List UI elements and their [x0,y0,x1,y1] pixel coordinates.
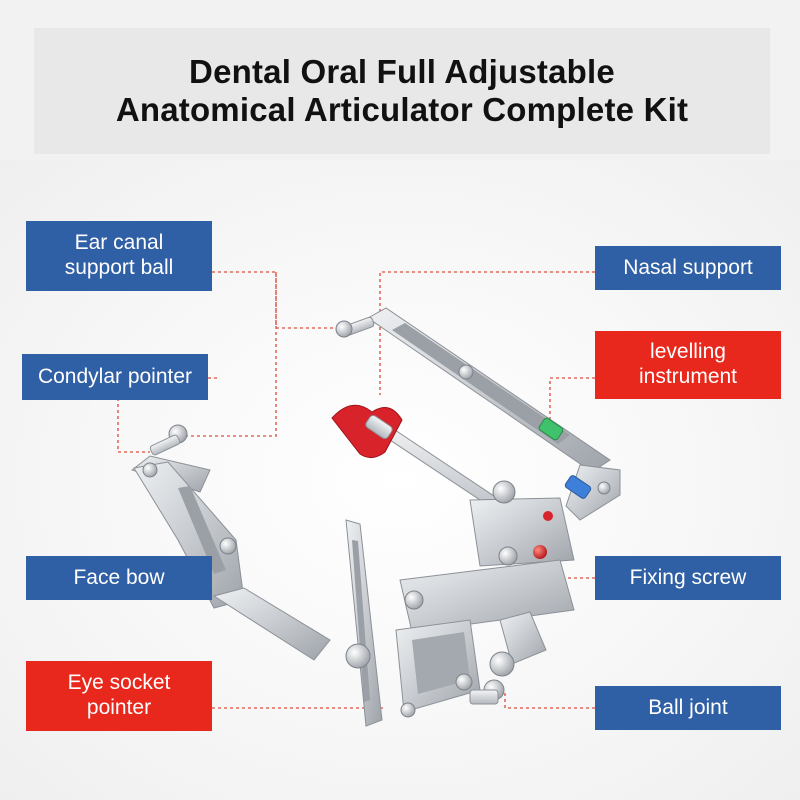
label-ear-canal-line-2: support ball [64,256,174,279]
label-levelling-line-2: instrument [638,365,738,388]
label-face-bow: Face bow [26,556,212,600]
label-ball-joint: Ball joint [595,686,781,730]
title-line-2: Anatomical Articulator Complete Kit [115,91,689,128]
eye-socket-pointer-bar [345,519,383,727]
label-levelling-instrument: levelling instrument [595,331,781,399]
label-condylar-pointer: Condylar pointer [22,354,208,400]
title-panel: Dental Oral Full Adjustable Anatomical A… [34,28,770,154]
label-fixing-screw: Fixing screw [595,556,781,600]
label-eye-socket-line-1: Eye socket [67,671,171,695]
label-eye-socket-line-2: pointer [86,696,152,719]
label-ear-canal-support-ball: Ear canal support ball [26,221,212,291]
central-clamp-assembly [395,480,575,718]
label-levelling-line-1: levelling [650,340,726,364]
label-eye-socket-pointer: Eye socket pointer [26,661,212,731]
title-line-1: Dental Oral Full Adjustable [189,53,615,91]
left-frame-arm [130,424,331,661]
levelling-vials [538,417,592,499]
ear-canal-ball-top [335,316,375,338]
label-nasal-support: Nasal support [595,246,781,290]
ball-joint [469,611,547,705]
label-ear-canal-line-1: Ear canal [74,231,164,255]
